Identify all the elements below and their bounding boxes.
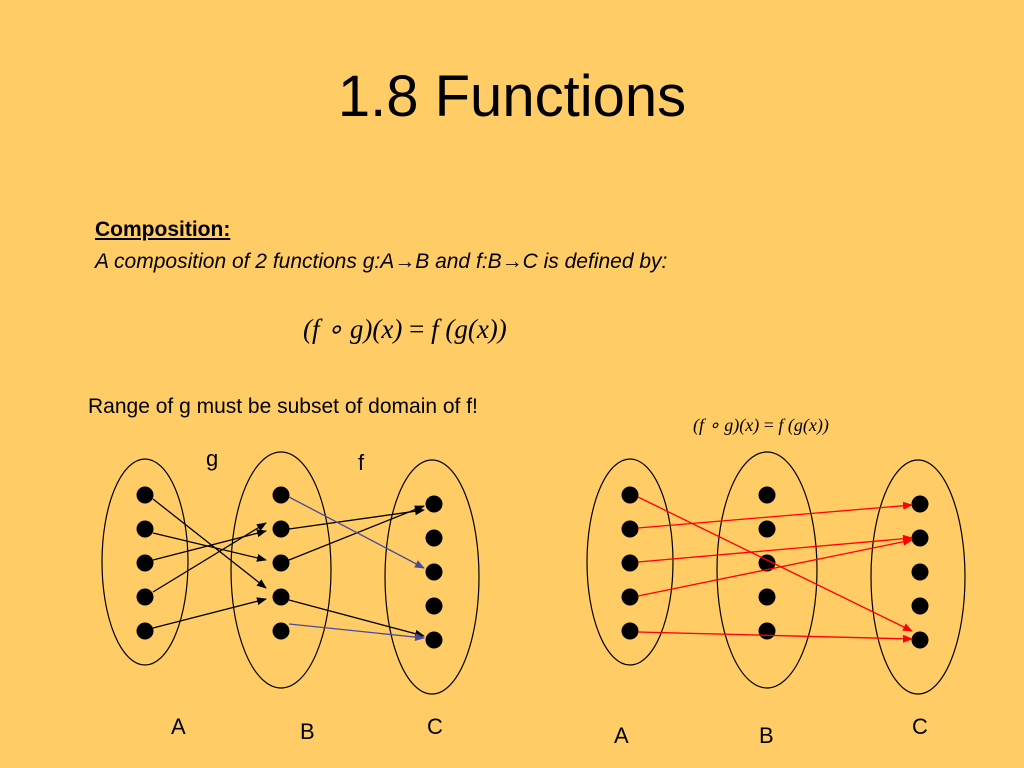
f-mapping-arrow [288,623,425,642]
set-c-element [911,495,929,513]
slide-title: 1.8 Functions [337,64,687,129]
definition-part-2: B and f:B [415,250,502,273]
set-b-element [758,554,776,572]
set-b-element [272,520,290,538]
set-b-label: B [300,719,315,744]
composition-mapping-arrow [637,631,913,643]
set-c-element [911,631,929,649]
set-a-oval [586,458,674,666]
diagram-formula: (f ∘ g)(x) = f (g(x)) [693,412,829,438]
set-a-element [621,588,639,606]
diagram-formula-rhs: f (g(x)) [778,415,829,435]
set-c-label: C [912,714,928,739]
f-mapping-arrow [288,599,425,638]
definition-part-1: A composition of 2 functions g:A [95,250,395,273]
arrow-icon: → [394,250,416,273]
function-g-label: g [206,446,219,471]
set-a-element [136,622,154,640]
g-mapping-arrow [152,529,267,561]
set-a-label: A [171,714,186,739]
range-note: Range of g must be subset of domain of f… [88,395,478,418]
g-mapping-arrow [152,532,267,562]
set-a-element [621,554,639,572]
composition-mapping-arrow [637,537,913,597]
set-b-element [758,486,776,504]
formula-equals: = [409,314,425,344]
composition-formula: (f ∘ g)(x) = f (g(x)) [303,311,507,347]
set-a-element [136,520,154,538]
set-b-element [758,520,776,538]
formula-lhs: (f ∘ g)(x) [303,314,403,344]
formula-rhs: f (g(x)) [431,314,507,344]
set-a-element [136,486,154,504]
set-b-element [758,622,776,640]
set-b-element [758,588,776,606]
set-c-element [425,631,443,649]
set-a-label: A [614,723,629,748]
diagram-formula-equals: = [763,415,774,435]
set-b-element [272,588,290,606]
set-a-element [621,622,639,640]
definition-part-3: C is defined by: [522,250,668,273]
set-a-oval [101,458,189,666]
g-mapping-arrow [152,498,267,589]
set-c-element [911,529,929,547]
set-a-element [136,588,154,606]
composition-heading: Composition: [95,218,231,241]
set-a-element [136,554,154,572]
set-b-oval [716,451,818,689]
set-b-element [272,554,290,572]
g-mapping-arrow [152,522,267,593]
set-c-element [425,597,443,615]
set-a-element [621,486,639,504]
f-mapping-arrow [288,496,425,569]
composition-mapping-arrow [637,534,913,563]
g-mapping-arrow [152,597,267,629]
set-a-element [621,520,639,538]
right-diagram [586,451,966,695]
function-f-label: f [358,450,365,475]
set-c-element [425,563,443,581]
f-mapping-arrow [288,507,425,530]
set-c-element [425,495,443,513]
arrow-icon: → [501,250,523,273]
composition-mapping-arrow [637,496,913,632]
set-c-element [911,563,929,581]
diagram-formula-lhs: (f ∘ g)(x) [693,415,760,435]
set-b-element [272,486,290,504]
set-c-element [425,529,443,547]
set-b-label: B [759,723,774,748]
set-c-label: C [427,714,443,739]
set-b-oval [230,451,332,689]
set-c-oval [384,459,480,695]
set-b-element [272,622,290,640]
left-diagram [101,451,480,695]
composition-definition: A composition of 2 functions g:A→B and f… [95,249,667,275]
set-c-element [911,597,929,615]
composition-mapping-arrow [637,501,913,529]
set-c-oval [870,459,966,695]
